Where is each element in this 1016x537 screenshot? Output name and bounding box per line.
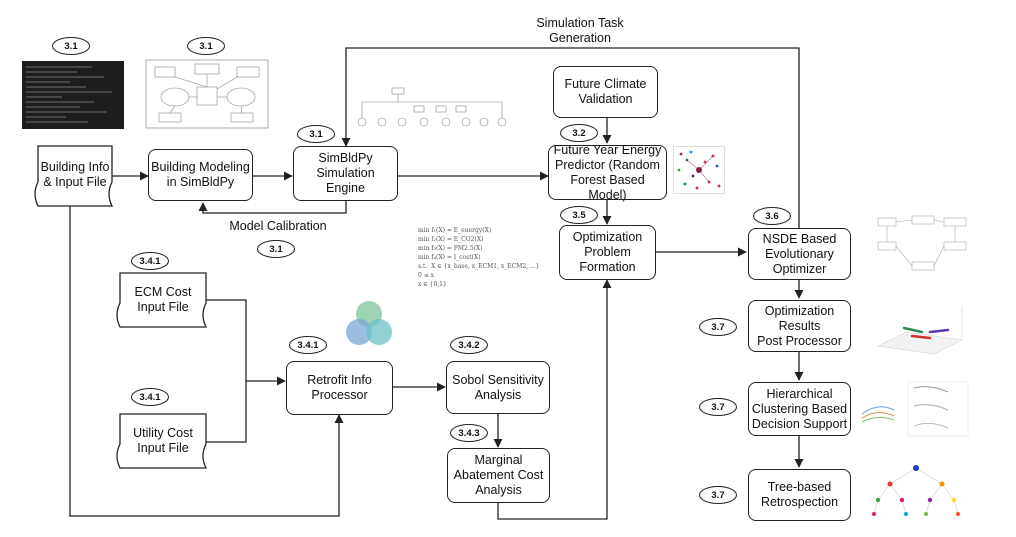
section-badge-formation: 3.5 — [560, 206, 598, 224]
building-info-input-file: Building Info & Input File — [40, 160, 110, 189]
model-diagram-thumbnail — [145, 59, 269, 129]
sobol-sensitivity-box: Sobol Sensitivity Analysis — [446, 361, 550, 414]
section-badge-terminal: 3.1 — [52, 37, 90, 55]
section-badge-engine: 3.1 — [297, 125, 335, 143]
results-plot-thumbnail — [877, 306, 963, 355]
simulation-task-label: Simulation Task Generation — [536, 16, 624, 45]
section-badge-utility: 3.4.1 — [131, 388, 169, 406]
retrofit-info-processor-box: Retrofit Info Processor — [286, 361, 393, 415]
results-post-processor-box: Optimization Results Post Processor — [748, 300, 851, 352]
clustering-plot-thumbnail — [861, 381, 969, 437]
nsde-optimizer-box: NSDE Based Evolutionary Optimizer — [748, 228, 851, 280]
utility-cost-doc-shape — [116, 413, 208, 469]
model-calibration-label: Model Calibration — [229, 219, 327, 233]
energy-predictor-box: Future Year Energy Predictor (Random For… — [548, 143, 667, 202]
section-badge-results: 3.7 — [699, 318, 737, 336]
tree-retrospection-box: Tree-based Retrospection — [748, 469, 851, 521]
section-badge-ecm: 3.4.1 — [131, 252, 169, 270]
clustering-decision-box: Hierarchical Clustering Based Decision S… — [748, 382, 851, 436]
engine-graph-thumbnail — [357, 87, 507, 127]
venn-diagram-thumbnail — [346, 301, 392, 345]
section-badge-retrofit: 3.4.1 — [289, 336, 327, 354]
section-badge-nsde: 3.6 — [753, 207, 791, 225]
section-badge-retrospection: 3.7 — [699, 486, 737, 504]
tree-plot-thumbnail — [872, 465, 960, 516]
future-climate-box: Future Climate Validation — [553, 66, 658, 118]
section-badge-clustering: 3.7 — [699, 398, 737, 416]
random-forest-thumbnail — [673, 146, 725, 194]
section-badge-calibration: 3.1 — [257, 240, 295, 258]
optimization-formation-box: Optimization Problem Formation — [559, 225, 656, 280]
building-info-doc-shape — [34, 145, 114, 207]
nsde-flow-thumbnail — [877, 215, 967, 271]
terminal-screenshot-thumbnail — [22, 61, 124, 129]
section-badge-marginal: 3.4.3 — [450, 424, 488, 442]
section-badge-predictor: 3.2 — [560, 124, 598, 142]
section-badge-diagram: 3.1 — [187, 37, 225, 55]
simbldpy-engine-box: SimBldPy Simulation Engine — [293, 146, 398, 201]
building-modeling-box: Building Modeling in SimBldPy — [148, 149, 253, 201]
ecm-cost-doc-shape — [116, 272, 208, 328]
optimization-equations: min f₁(X) = E_energy(X) min f₂(X) = E_CO… — [418, 227, 540, 288]
ecm-cost-input-file: ECM Cost Input File — [134, 285, 192, 314]
utility-cost-input-file: Utility Cost Input File — [133, 426, 193, 455]
marginal-abatement-box: Marginal Abatement Cost Analysis — [447, 448, 550, 503]
section-badge-sobol: 3.4.2 — [450, 336, 488, 354]
